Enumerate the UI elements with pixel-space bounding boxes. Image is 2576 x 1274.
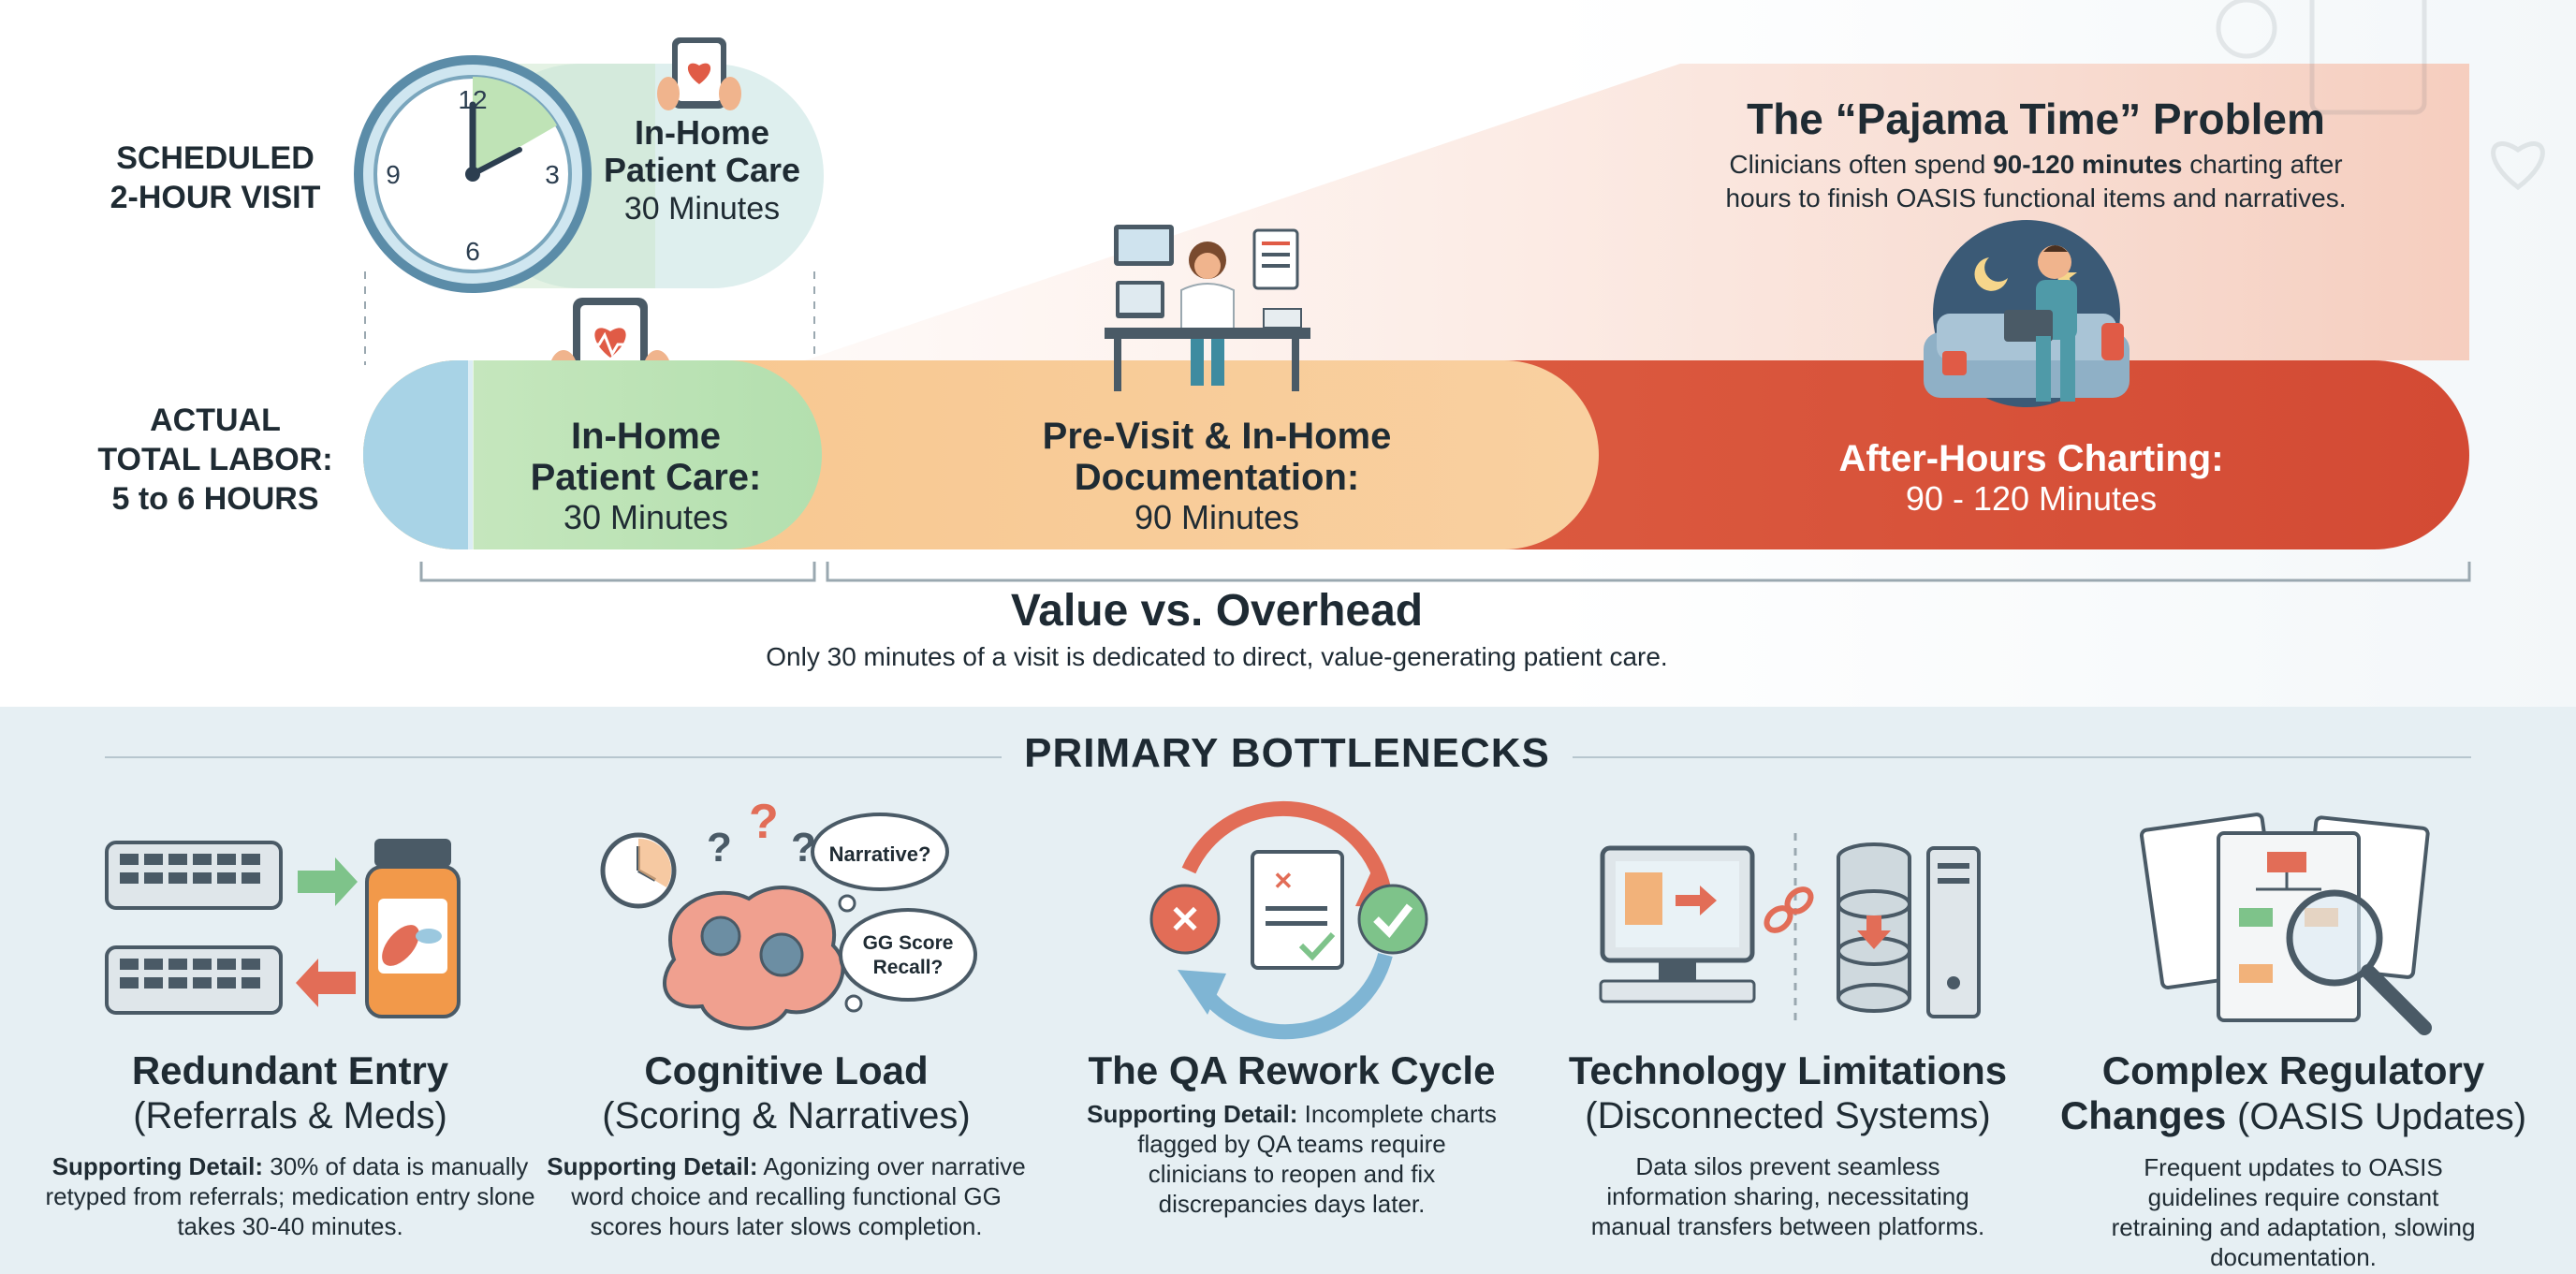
bracket-overhead bbox=[826, 562, 2471, 582]
keyboard-pill-bottle-icon bbox=[105, 839, 461, 1018]
brain-question-icon: ? ? ? Narrative? GG Score Recall? bbox=[600, 796, 977, 1031]
after-hours-couch-icon bbox=[1924, 220, 2130, 407]
regulatory-detail: Frequent updates to OASIS guidelines req… bbox=[2041, 1152, 2546, 1272]
redundant-entry-detail-text: 30% of data is manually retyped from ref… bbox=[45, 1152, 535, 1240]
bubble-narrative: Narrative? bbox=[829, 842, 931, 866]
scheduled-label-line1: SCHEDULED bbox=[116, 140, 315, 176]
tablet-heart-icon-top bbox=[657, 37, 741, 110]
bottleneck-icons: ? ? ? Narrative? GG Score Recall? ✕ ✕ bbox=[105, 796, 2432, 1040]
pajama-line1: Clinicians often spend 90-120 minutes ch… bbox=[1647, 148, 2424, 182]
pajama-line2: hours to finish OASIS functional items a… bbox=[1725, 183, 2347, 212]
disconnected-systems-icon bbox=[1599, 833, 1981, 1020]
segment-after-hours-text: After-Hours Charting: 90 - 120 Minutes bbox=[1760, 438, 2303, 519]
bottleneck-regulatory: Complex Regulatory Changes (OASIS Update… bbox=[2041, 1048, 2546, 1272]
technology-subtitle: (Disconnected Systems) bbox=[1585, 1095, 1991, 1136]
scheduled-care-title-2: Patient Care bbox=[603, 151, 801, 189]
redundant-entry-detail-label: Supporting Detail: bbox=[51, 1152, 264, 1180]
segment-after-minutes: 90 - 120 Minutes bbox=[1905, 479, 2158, 518]
clock-icon: 12 3 6 9 bbox=[354, 55, 592, 293]
scheduled-care-title-1: In-Home bbox=[635, 113, 769, 152]
segment-doc-title-2: Documentation: bbox=[1074, 457, 1360, 498]
svg-text:?: ? bbox=[707, 825, 732, 871]
qa-rework-detail-label: Supporting Detail: bbox=[1087, 1100, 1298, 1128]
segment-documentation-text: Pre-Visit & In-Home Documentation: 90 Mi… bbox=[973, 416, 1460, 537]
bottleneck-qa-rework: The QA Rework Cycle Supporting Detail: I… bbox=[1039, 1048, 1544, 1219]
cognitive-load-detail: Supporting Detail: Agonizing over narrat… bbox=[534, 1151, 1039, 1241]
segment-care-title-1: In-Home bbox=[571, 416, 721, 457]
svg-text:✕: ✕ bbox=[1169, 900, 1201, 941]
bottlenecks-heading: PRIMARY BOTTLENECKS bbox=[1024, 730, 1550, 776]
svg-text:✕: ✕ bbox=[1273, 867, 1294, 895]
clock-number-3: 3 bbox=[545, 160, 560, 189]
redundant-entry-title: Redundant Entry bbox=[131, 1048, 449, 1092]
pajama-line1-pre: Clinicians often spend bbox=[1729, 150, 1994, 179]
clock-number-6: 6 bbox=[465, 237, 480, 266]
cognitive-load-detail-label: Supporting Detail: bbox=[547, 1152, 758, 1180]
value-subtitle: Only 30 minutes of a visit is dedicated … bbox=[766, 642, 1668, 671]
bottleneck-technology: Technology Limitations (Disconnected Sys… bbox=[1535, 1048, 2041, 1241]
value-title: Value vs. Overhead bbox=[1010, 586, 1424, 636]
value-overhead-block: Value vs. Overhead Only 30 minutes of a … bbox=[655, 585, 1778, 672]
actual-labor-label: ACTUAL TOTAL LABOR: 5 to 6 HOURS bbox=[75, 401, 356, 519]
timeline-graphic: 12 3 6 9 bbox=[354, 0, 2545, 582]
segment-care-title-2: Patient Care: bbox=[530, 457, 762, 498]
scheduled-label-line2: 2-HOUR VISIT bbox=[110, 180, 321, 215]
segment-after-title: After-Hours Charting: bbox=[1838, 438, 2224, 479]
regulatory-subtitle: (OASIS Updates) bbox=[2237, 1096, 2527, 1137]
technology-title: Technology Limitations bbox=[1568, 1048, 2008, 1092]
regulatory-detail-text: Frequent updates to OASIS guidelines req… bbox=[2111, 1153, 2476, 1271]
bottleneck-cognitive-load: Cognitive Load (Scoring & Narratives) Su… bbox=[534, 1048, 1039, 1241]
clock-number-9: 9 bbox=[386, 160, 401, 189]
cognitive-load-subtitle: (Scoring & Narratives) bbox=[602, 1095, 971, 1136]
bubble-recall: Recall? bbox=[873, 957, 944, 978]
segment-care-text: In-Home Patient Care: 30 Minutes bbox=[477, 416, 814, 537]
technology-detail-text: Data silos prevent seamless information … bbox=[1590, 1152, 1985, 1240]
qa-rework-detail: Supporting Detail: Incomplete charts fla… bbox=[1039, 1099, 1544, 1219]
pajama-title: The “Pajama Time” Problem bbox=[1747, 95, 2325, 143]
scheduled-care-minutes: 30 Minutes bbox=[623, 191, 781, 227]
segment-doc-title-1: Pre-Visit & In-Home bbox=[1042, 416, 1392, 457]
segment-care-minutes: 30 Minutes bbox=[563, 498, 729, 536]
decorative-medical-icons bbox=[2216, 0, 2545, 191]
pajama-line1-post: charting after bbox=[2182, 150, 2343, 179]
clinician-desk-icon bbox=[1105, 225, 1310, 391]
redundant-entry-detail: Supporting Detail: 30% of data is manual… bbox=[37, 1151, 543, 1241]
redundant-entry-subtitle: (Referrals & Meds) bbox=[133, 1095, 447, 1136]
actual-label-line2: TOTAL LABOR: bbox=[97, 442, 333, 477]
total-labor-bar bbox=[363, 360, 2469, 549]
qa-cycle-icon: ✕ ✕ bbox=[1149, 800, 1428, 1040]
regulatory-documents-icon bbox=[2139, 813, 2432, 1035]
actual-label-line1: ACTUAL bbox=[150, 403, 281, 438]
scheduled-visit-label: SCHEDULED 2-HOUR VISIT bbox=[75, 139, 356, 217]
bottlenecks-heading-wrap: PRIMARY BOTTLENECKS bbox=[1002, 730, 1573, 786]
segment-doc-minutes: 90 Minutes bbox=[1134, 498, 1300, 536]
qa-rework-title: The QA Rework Cycle bbox=[1088, 1048, 1496, 1092]
cognitive-load-title: Cognitive Load bbox=[644, 1048, 929, 1092]
technology-detail: Data silos prevent seamless information … bbox=[1535, 1151, 2041, 1241]
regulatory-title: Complex Regulatory bbox=[2101, 1048, 2485, 1092]
scheduled-care-text: In-Home Patient Care 30 Minutes bbox=[590, 114, 814, 228]
regulatory-title-line2: Changes (OASIS Updates) bbox=[2041, 1093, 2546, 1139]
pajama-description: Clinicians often spend 90-120 minutes ch… bbox=[1647, 148, 2424, 215]
pajama-line1-bold: 90-120 minutes bbox=[1993, 150, 2183, 179]
regulatory-title-2: Changes bbox=[2059, 1093, 2227, 1137]
cognitive-load-detail-text: Agonizing over narrative word choice and… bbox=[571, 1152, 1026, 1240]
qa-rework-detail-text: Incomplete charts flagged by QA teams re… bbox=[1137, 1100, 1497, 1218]
actual-label-line3: 5 to 6 HOURS bbox=[111, 481, 319, 517]
bubble-gg-score: GG Score bbox=[863, 932, 954, 954]
bottleneck-redundant-entry: Redundant Entry (Referrals & Meds) Suppo… bbox=[37, 1048, 543, 1241]
svg-text:?: ? bbox=[749, 796, 779, 849]
bracket-value bbox=[419, 562, 816, 582]
